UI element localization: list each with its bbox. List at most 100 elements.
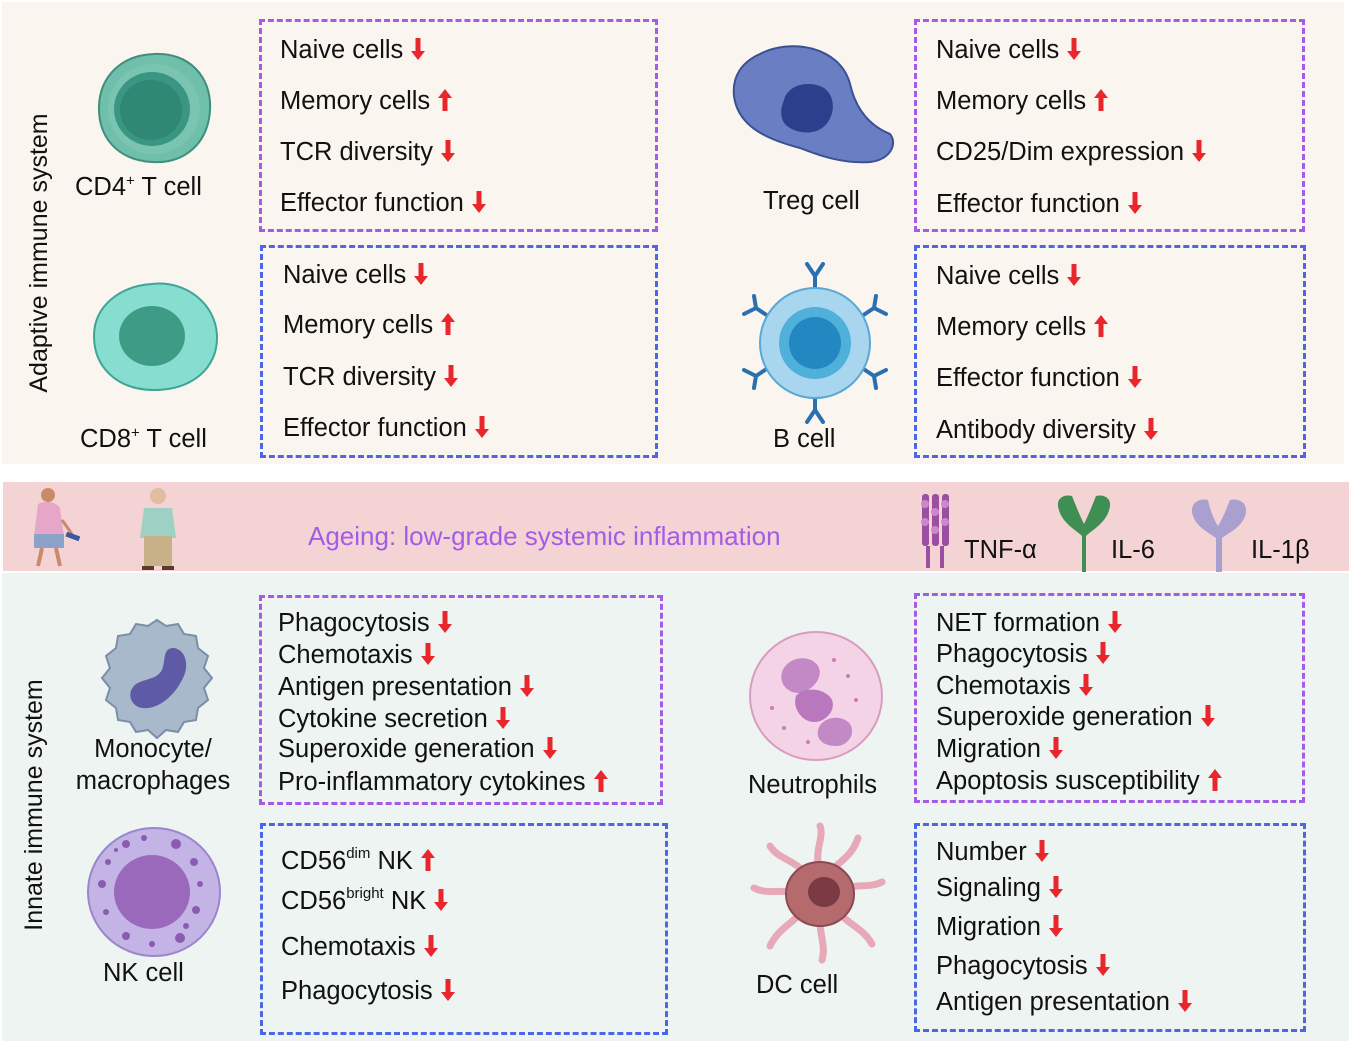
neut-item-text: Chemotaxis [936, 672, 1071, 700]
nk-cell-icon [87, 827, 221, 957]
dc-item: Migration [936, 913, 1063, 941]
down-arrow-icon [1048, 876, 1063, 898]
cd8-box [260, 245, 658, 458]
nk-item-sup: dim [346, 845, 371, 862]
dc-cell-icon [750, 822, 886, 964]
dc-item-text: Migration [936, 913, 1041, 941]
cd4-sup: + [126, 172, 135, 190]
nk-item-text: CD56 [281, 847, 347, 875]
down-arrow-icon [1107, 611, 1122, 633]
cd4-item-text: Memory cells [280, 87, 431, 115]
bcell-item: Antibody diversity [936, 416, 1158, 444]
down-arrow-icon [1095, 954, 1110, 976]
neutrophil-label: Neutrophils [748, 771, 877, 799]
adaptive-label: Adaptive immune system [25, 113, 53, 393]
bcell-item: Naive cells [936, 263, 1082, 290]
il1b-label: IL-1β [1251, 536, 1310, 564]
down-arrow-icon [434, 889, 449, 911]
mono-item: Phagocytosis [278, 610, 452, 637]
down-arrow-icon [1192, 140, 1207, 162]
bcell-item-text: Antibody diversity [936, 416, 1136, 444]
down-arrow-icon [495, 707, 510, 729]
down-arrow-icon [1200, 705, 1215, 727]
treg-item-text: CD25/Dim expression [936, 138, 1185, 166]
down-arrow-icon [1078, 674, 1093, 696]
dc-label: DC cell [756, 971, 839, 999]
mono-item-text: Pro-inflammatory cytokines [278, 768, 586, 796]
neut-item: Chemotaxis [936, 672, 1093, 700]
cd8-item: Naive cells [283, 262, 429, 289]
down-arrow-icon [420, 643, 435, 665]
down-arrow-icon [441, 140, 456, 162]
mono-item-text: Cytokine secretion [278, 705, 488, 733]
nk-item: Chemotaxis [281, 933, 438, 961]
cd8-item: Memory cells [283, 312, 456, 339]
dc-item: Signaling [936, 874, 1063, 902]
treg-item: Memory cells [936, 87, 1109, 115]
dc-item-text: Signaling [936, 874, 1041, 902]
cd8-label: CD8+ T cell [80, 424, 207, 456]
cd4-item: Effector function [280, 189, 486, 217]
cd4-suffix: T cell [134, 173, 202, 201]
mono-item: Antigen presentation [278, 674, 534, 701]
cd4-cell-icon [97, 52, 212, 164]
dc-item-text: Phagocytosis [936, 952, 1088, 980]
nk-item-text: Chemotaxis [281, 933, 416, 961]
cd4-item-text: TCR diversity [280, 138, 434, 166]
cd4-item: Naive cells [280, 37, 426, 64]
down-arrow-icon [1143, 418, 1158, 440]
mono-item: Chemotaxis [278, 641, 435, 669]
down-arrow-icon [1034, 840, 1049, 862]
up-arrow-icon [1094, 315, 1109, 337]
treg-item: Naive cells [936, 37, 1082, 64]
cd4-item: TCR diversity [280, 138, 456, 166]
il6-label: IL-6 [1111, 536, 1155, 564]
dc-item: Antigen presentation [936, 988, 1192, 1016]
down-arrow-icon [437, 611, 452, 633]
treg-box [914, 19, 1305, 232]
nk-item-text: Phagocytosis [281, 977, 433, 1005]
elderly-woman-icon [34, 488, 81, 567]
neut-item: Superoxide generation [936, 704, 1215, 731]
dc-item-text: Number [936, 838, 1027, 866]
bcell-item: Memory cells [936, 313, 1109, 341]
innate-label: Innate immune system [20, 679, 48, 931]
mono-item-text: Superoxide generation [278, 735, 535, 763]
b-cell-icon [742, 262, 888, 424]
bcell-item-text: Memory cells [936, 313, 1087, 341]
monocyte-label: Monocyte/ macrophages [64, 734, 242, 798]
down-arrow-icon [542, 737, 557, 759]
treg-item: CD25/Dim expression [936, 138, 1207, 166]
dc-item: Phagocytosis [936, 952, 1110, 980]
down-arrow-icon [1095, 642, 1110, 664]
up-arrow-icon [420, 849, 435, 871]
innate-panel [2, 573, 1349, 1041]
down-arrow-icon [440, 979, 455, 1001]
mono-item: Superoxide generation [278, 735, 557, 763]
bcell-item-text: Effector function [936, 364, 1120, 392]
cd8-name: CD8 [80, 425, 132, 453]
cd4-box [259, 19, 658, 232]
bcell-item: Effector function [936, 364, 1142, 392]
neut-item-text: Phagocytosis [936, 640, 1088, 668]
neut-item-text: Apoptosis susceptibility [936, 767, 1200, 795]
mono-item-text: Chemotaxis [278, 641, 413, 669]
treg-item-text: Memory cells [936, 87, 1087, 115]
down-arrow-icon [519, 675, 534, 697]
neut-box [914, 593, 1305, 803]
down-arrow-icon [1127, 366, 1142, 388]
nk-item-text: CD56 [281, 887, 347, 915]
up-arrow-icon [441, 313, 456, 335]
cd8-item-text: Effector function [283, 414, 467, 442]
mono-item: Pro-inflammatory cytokines [278, 768, 608, 796]
cd8-sup: + [131, 424, 140, 442]
down-arrow-icon [1067, 264, 1082, 286]
treg-item: Effector function [936, 191, 1142, 218]
down-arrow-icon [1177, 990, 1192, 1012]
dc-item-text: Antigen presentation [936, 988, 1170, 1016]
cd4-item-text: Effector function [280, 189, 464, 217]
dc-item: Number [936, 838, 1049, 866]
mono-item: Cytokine secretion [278, 705, 510, 733]
tnf-receptor-icon [921, 494, 949, 568]
cd4-label: CD4+ T cell [75, 172, 202, 204]
